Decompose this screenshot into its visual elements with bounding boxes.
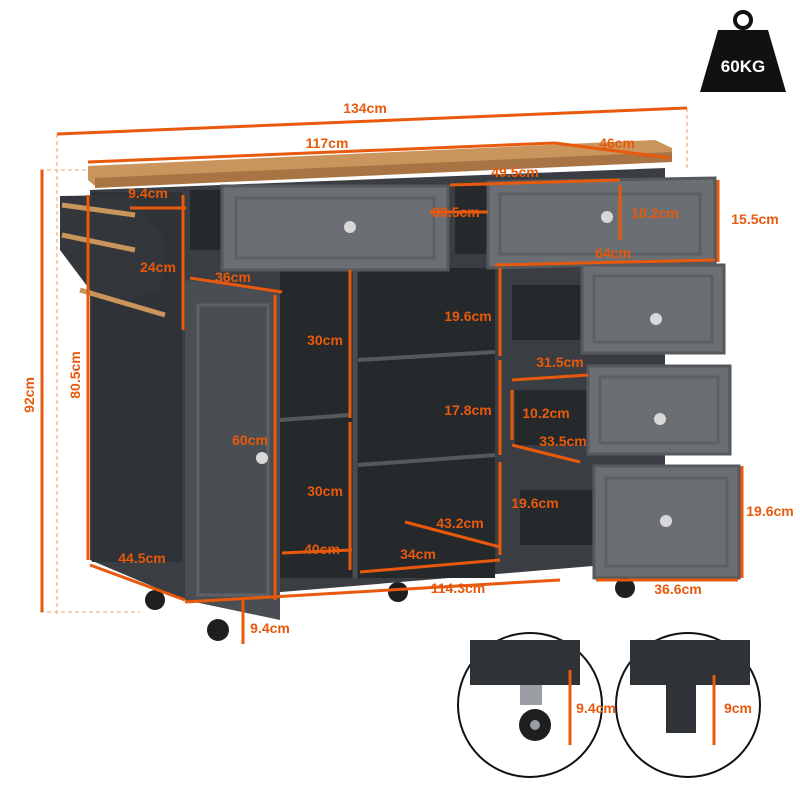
dimension-arrows	[40, 106, 744, 745]
side-towel-rack	[60, 195, 166, 318]
drawer-4	[520, 464, 741, 580]
body-height-label: 80.5cm	[67, 351, 83, 398]
drawer-front-height-label: 15.5cm	[731, 211, 778, 227]
wheel-height-label: 9.4cm	[250, 620, 290, 636]
drawer3-inner-height-label: 10.2cm	[522, 405, 569, 421]
dimension-labels: 134cm 117cm 46cm 9.4cm 49.5cm 33.5cm 10.…	[21, 100, 794, 716]
wheel-detail-inset	[457, 632, 603, 778]
drawer2-height-label: 19.6cm	[444, 308, 491, 324]
weight-label: 60KG	[721, 57, 765, 76]
wheel-icon	[388, 582, 408, 602]
drawer4-height-left-label: 19.6cm	[511, 495, 558, 511]
drawer-knob-icon	[650, 313, 662, 325]
door-knob-icon	[256, 452, 268, 464]
drawer-knob-icon	[660, 515, 672, 527]
drawer4-height-right-label: 19.6cm	[746, 503, 793, 519]
upper-left-drawer	[190, 184, 450, 272]
drawer-knob-icon	[654, 413, 666, 425]
shelf-width-right-label: 34cm	[400, 546, 436, 562]
shelf-height-upper-label: 30cm	[307, 332, 343, 348]
wheel-icon	[207, 619, 229, 641]
cabinet-door	[185, 280, 280, 620]
side-depth-label: 44.5cm	[118, 550, 165, 566]
weight-badge: 60KG	[700, 10, 786, 92]
drawer-knob-icon	[344, 221, 356, 233]
overall-width-label: 134cm	[343, 100, 387, 116]
caster-wheels	[145, 578, 635, 641]
side-rack-height-label: 24cm	[140, 259, 176, 275]
drawer-outer-width-label: 36.6cm	[654, 581, 701, 597]
drawer-2	[512, 263, 726, 355]
inset-leg-height-label: 9cm	[724, 700, 752, 716]
drawer3-width-label: 31.5cm	[536, 354, 583, 370]
shelf-depth-label: 43.2cm	[436, 515, 483, 531]
overall-height-label: 92cm	[21, 377, 37, 413]
wheel-icon	[145, 590, 165, 610]
door-height-label: 60cm	[232, 432, 268, 448]
middle-shelf-gap-label: 17.8cm	[444, 402, 491, 418]
drawer-width-label: 64cm	[595, 245, 631, 261]
shelf-height-lower-label: 30cm	[307, 483, 343, 499]
upper-drawer-height-label: 10.2cm	[631, 205, 678, 221]
leg-detail-inset	[615, 632, 761, 778]
top-width-label: 117cm	[306, 135, 349, 151]
upper-drawer-width-label: 49.5cm	[491, 164, 538, 180]
drawer-knob-icon	[601, 211, 613, 223]
upper-right-drawer	[455, 176, 717, 270]
towel-bar-width-label: 9.4cm	[128, 185, 168, 201]
wheel-icon	[615, 578, 635, 598]
shelf-width-left-label: 40cm	[304, 541, 340, 557]
door-width-label: 36cm	[215, 269, 251, 285]
drawer-3	[515, 364, 732, 456]
countertop	[88, 140, 672, 188]
drawer3-depth-label: 33.5cm	[539, 433, 586, 449]
base-width-label: 114.3cm	[431, 580, 486, 596]
depth-label: 46cm	[599, 135, 635, 151]
inset-wheel-height-label: 9.4cm	[576, 700, 616, 716]
upper-drawer-inner-label: 33.5cm	[432, 204, 479, 220]
